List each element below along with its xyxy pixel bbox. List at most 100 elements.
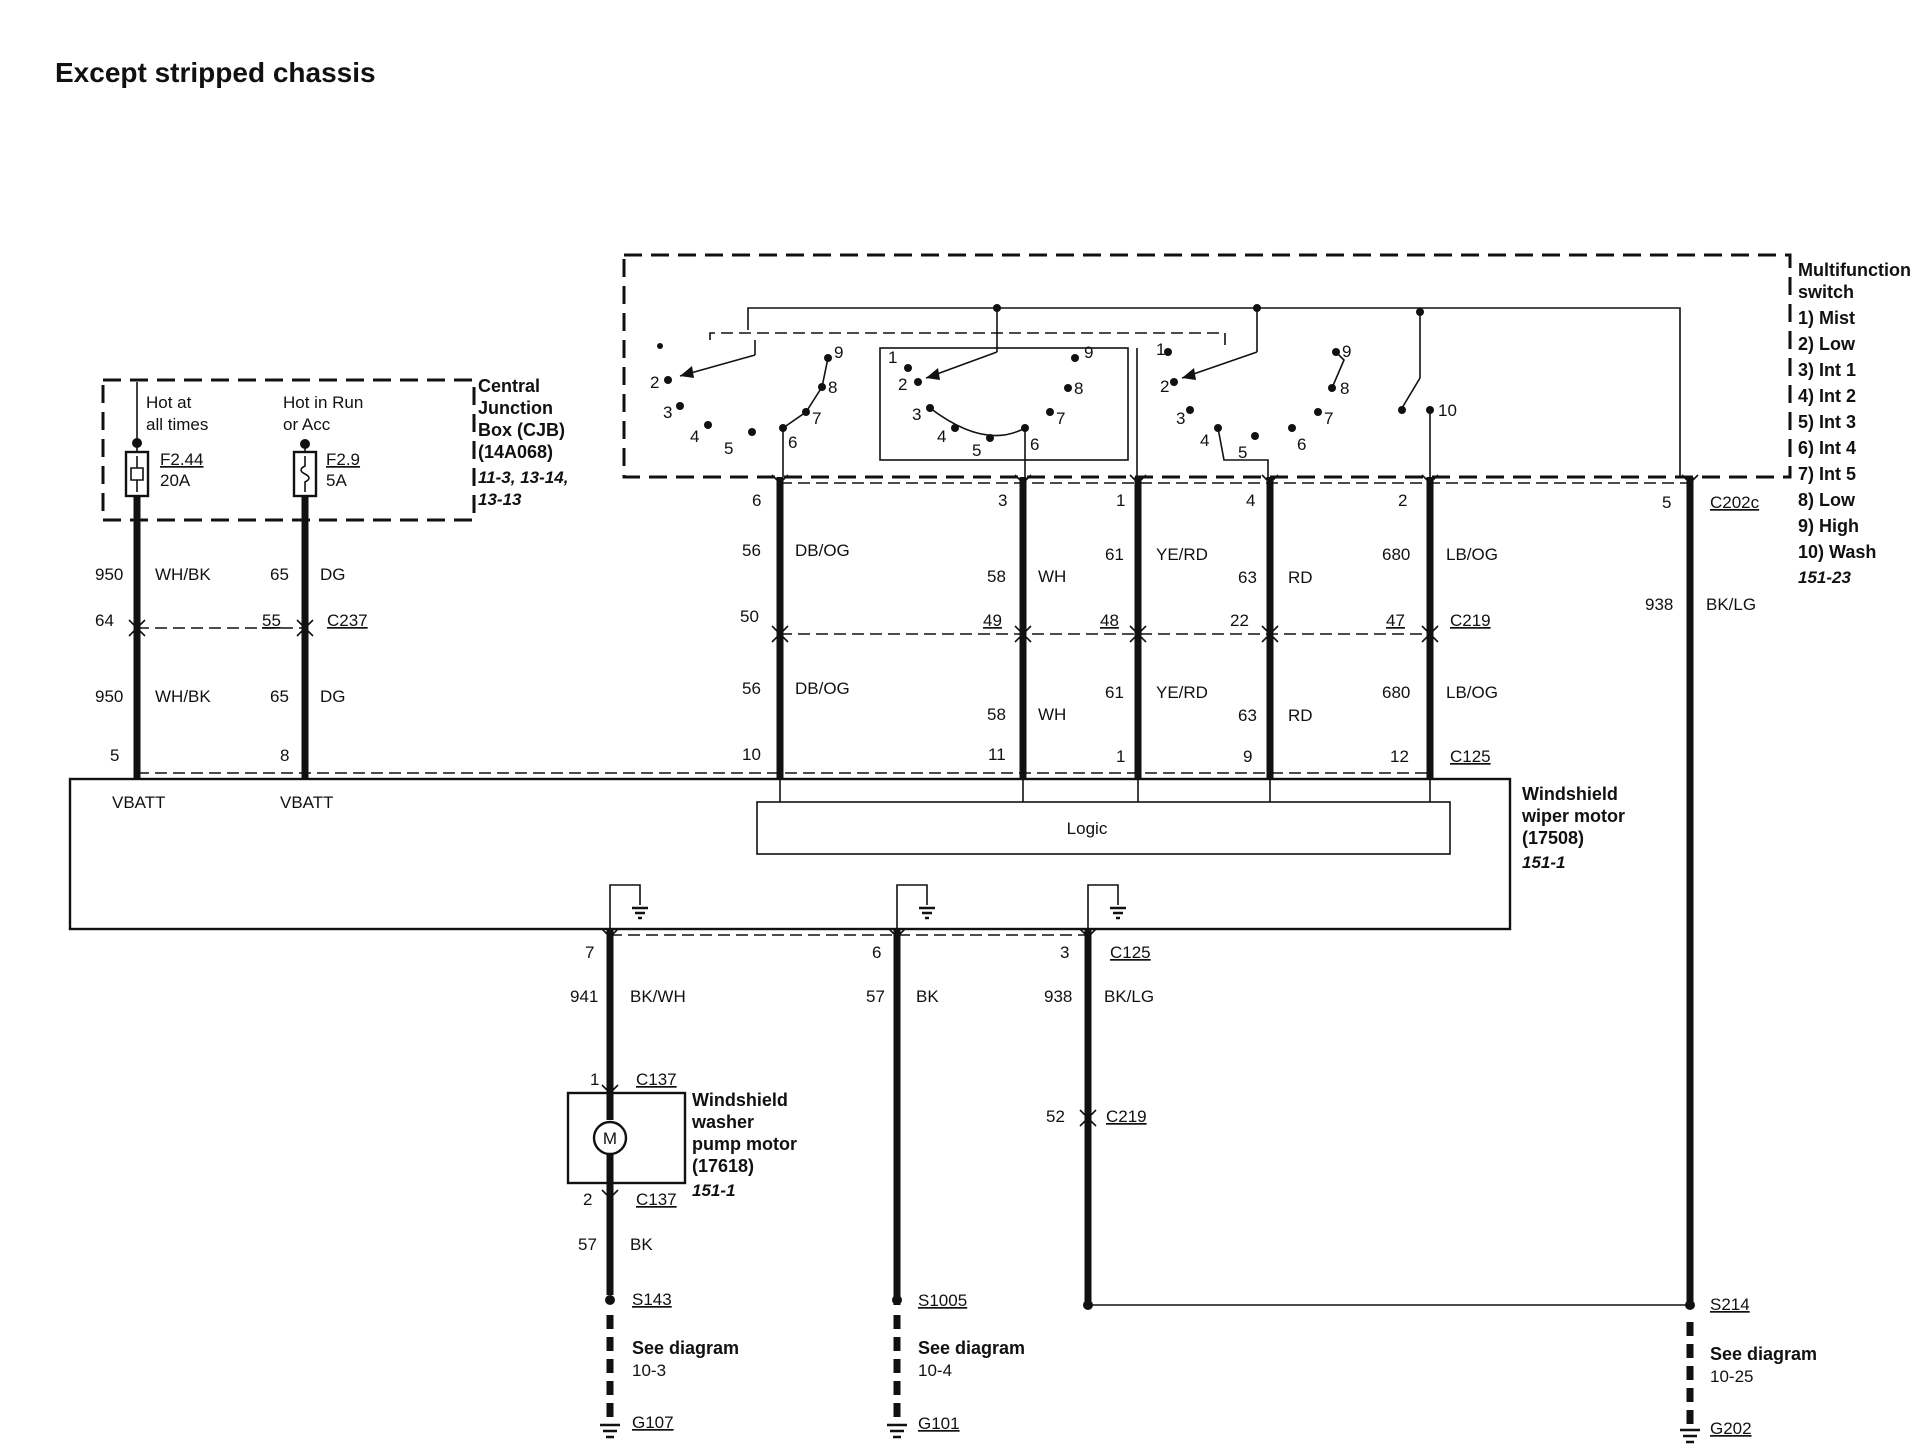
mode-5: 5) Int 3: [1798, 412, 1856, 432]
g2-num-3: 3: [912, 405, 921, 424]
vbatt-2: VBATT: [280, 793, 334, 812]
cjb-name-1: Central: [478, 376, 540, 396]
g4-num-10: 10: [1438, 401, 1457, 420]
wiper-name-2: wiper motor: [1521, 806, 1625, 826]
see-1-label: See diagram: [632, 1338, 739, 1358]
grounds: S143 G107 See diagram 10-3 S1005 G101 Se…: [600, 1290, 1025, 1439]
fuse2-node: [300, 439, 310, 449]
switch-ref: 151-23: [1798, 568, 1851, 587]
s214-label: S214: [1710, 1295, 1750, 1314]
pin-57-c125: [888, 928, 906, 939]
see-3-label: See diagram: [1710, 1344, 1817, 1364]
g101-ground-icon: [887, 1423, 907, 1439]
w941-pin: 7: [585, 943, 594, 962]
w58-color-top: WH: [1038, 567, 1066, 586]
w938-color: BK/LG: [1104, 987, 1154, 1006]
g202-ground-icon: [1680, 1428, 1700, 1444]
g2-frame: [879, 347, 1129, 461]
g1-num-2: 2: [650, 373, 659, 392]
pins-w680: [1421, 474, 1439, 643]
w938-circuit: 938: [1044, 987, 1072, 1006]
mode-3: 3) Int 1: [1798, 360, 1856, 380]
g1-link-6-9: [782, 357, 829, 429]
washer-pump-motor: M Windshield washer pump motor (17618) 1…: [566, 1090, 797, 1295]
pins-w56: [771, 474, 789, 643]
w58-pin-top: 3: [998, 491, 1007, 510]
w58-circuit-top: 58: [987, 567, 1006, 586]
mode-7: 7) Int 5: [1798, 464, 1856, 484]
washer-color: BK: [630, 1235, 653, 1254]
w63-pin-c125: 9: [1243, 747, 1252, 766]
g2-num-9: 9: [1084, 343, 1093, 362]
g2-num-7: 7: [1056, 409, 1065, 428]
g2-contact-9: [1071, 354, 1079, 362]
w57-color: BK: [916, 987, 939, 1006]
washer-motor-body: [566, 1091, 687, 1185]
g3-num-6: 6: [1297, 435, 1306, 454]
g3-num-7: 7: [1324, 409, 1333, 428]
mode-6: 6) Int 4: [1798, 438, 1856, 458]
washer-name-2: washer: [691, 1112, 754, 1132]
s1005-label: S1005: [918, 1291, 967, 1310]
c137-label-1: C137: [636, 1070, 677, 1089]
w63-pin-top: 4: [1246, 491, 1255, 510]
w2-circuit-bottom: 65: [270, 687, 289, 706]
int-gnd-3-icon: [1110, 906, 1126, 920]
c202c-label: C202c: [1710, 493, 1760, 512]
w57-circuit: 57: [866, 987, 885, 1006]
w680-circuit-top: 680: [1382, 545, 1410, 564]
c237-pin-w2: [296, 619, 314, 637]
g2-contact-7: [1046, 408, 1054, 416]
pin-938-c219: [1079, 1109, 1097, 1127]
int-gnd-3-lead: [1087, 884, 1119, 930]
w941-circuit: 941: [570, 987, 598, 1006]
g3-num-9: 9: [1342, 342, 1351, 361]
w2-pin-c125: 8: [280, 746, 289, 765]
g2-num-4: 4: [937, 427, 946, 446]
g1-num-8: 8: [828, 378, 837, 397]
int-gnd-2-icon: [919, 906, 935, 920]
g3-num-5: 5: [1238, 443, 1247, 462]
g3-num-8: 8: [1340, 379, 1349, 398]
see-2-label: See diagram: [918, 1338, 1025, 1358]
wiper-name-1: Windshield: [1522, 784, 1618, 804]
right-color: BK/LG: [1706, 595, 1756, 614]
g3-blade-tip: [1182, 368, 1196, 380]
switch-mechanical-link: [709, 332, 1226, 350]
mode-1: 1) Mist: [1798, 308, 1855, 328]
wiper-motor: Windshield wiper motor (17508) 151-1 VBA…: [68, 777, 1625, 936]
g107-label: G107: [632, 1413, 674, 1432]
w56-pin-top: 6: [752, 491, 761, 510]
w680-circuit-bottom: 680: [1382, 683, 1410, 702]
g2-blade-tip: [926, 368, 940, 380]
cjb-wires: 950 WH/BK 64 950 WH/BK 5 65 DG 55 C237 6…: [95, 496, 368, 779]
w63-pin-c219: 22: [1230, 611, 1249, 630]
g1-contact-5: [748, 428, 756, 436]
g1-contact-4: [704, 421, 712, 429]
w57-pin: 6: [872, 943, 881, 962]
mode-9: 9) High: [1798, 516, 1859, 536]
switch-group-4: 10: [1398, 312, 1457, 420]
c219-label-bottom: C219: [1106, 1107, 1147, 1126]
c125-label-bottom: C125: [1110, 943, 1151, 962]
switch-group-1: 2 3 4 5 6 7 8 9: [650, 340, 843, 458]
g3-num-3: 3: [1176, 409, 1185, 428]
w2-pin-c237: 55: [262, 611, 281, 630]
pins-w58: [1014, 474, 1032, 643]
washer-name-4: (17618): [692, 1156, 754, 1176]
pin-c137-out: [601, 1189, 619, 1200]
switch-bus-top: [747, 307, 1681, 477]
g1-num-5: 5: [724, 439, 733, 458]
hot-run-1: Hot in Run: [283, 393, 363, 412]
w680-pin-c219: 47: [1386, 611, 1405, 630]
g3-num-2: 2: [1160, 377, 1169, 396]
g1-num-6: 6: [788, 433, 797, 452]
switch-name-2: switch: [1798, 282, 1854, 302]
w58-color-bottom: WH: [1038, 705, 1066, 724]
c219-pin-938: 52: [1046, 1107, 1065, 1126]
w63-color-top: RD: [1288, 568, 1313, 587]
g2-link-3-6: [929, 407, 1026, 437]
w61-color-bottom: YE/RD: [1156, 683, 1208, 702]
w56-color-bottom: DB/OG: [795, 679, 850, 698]
